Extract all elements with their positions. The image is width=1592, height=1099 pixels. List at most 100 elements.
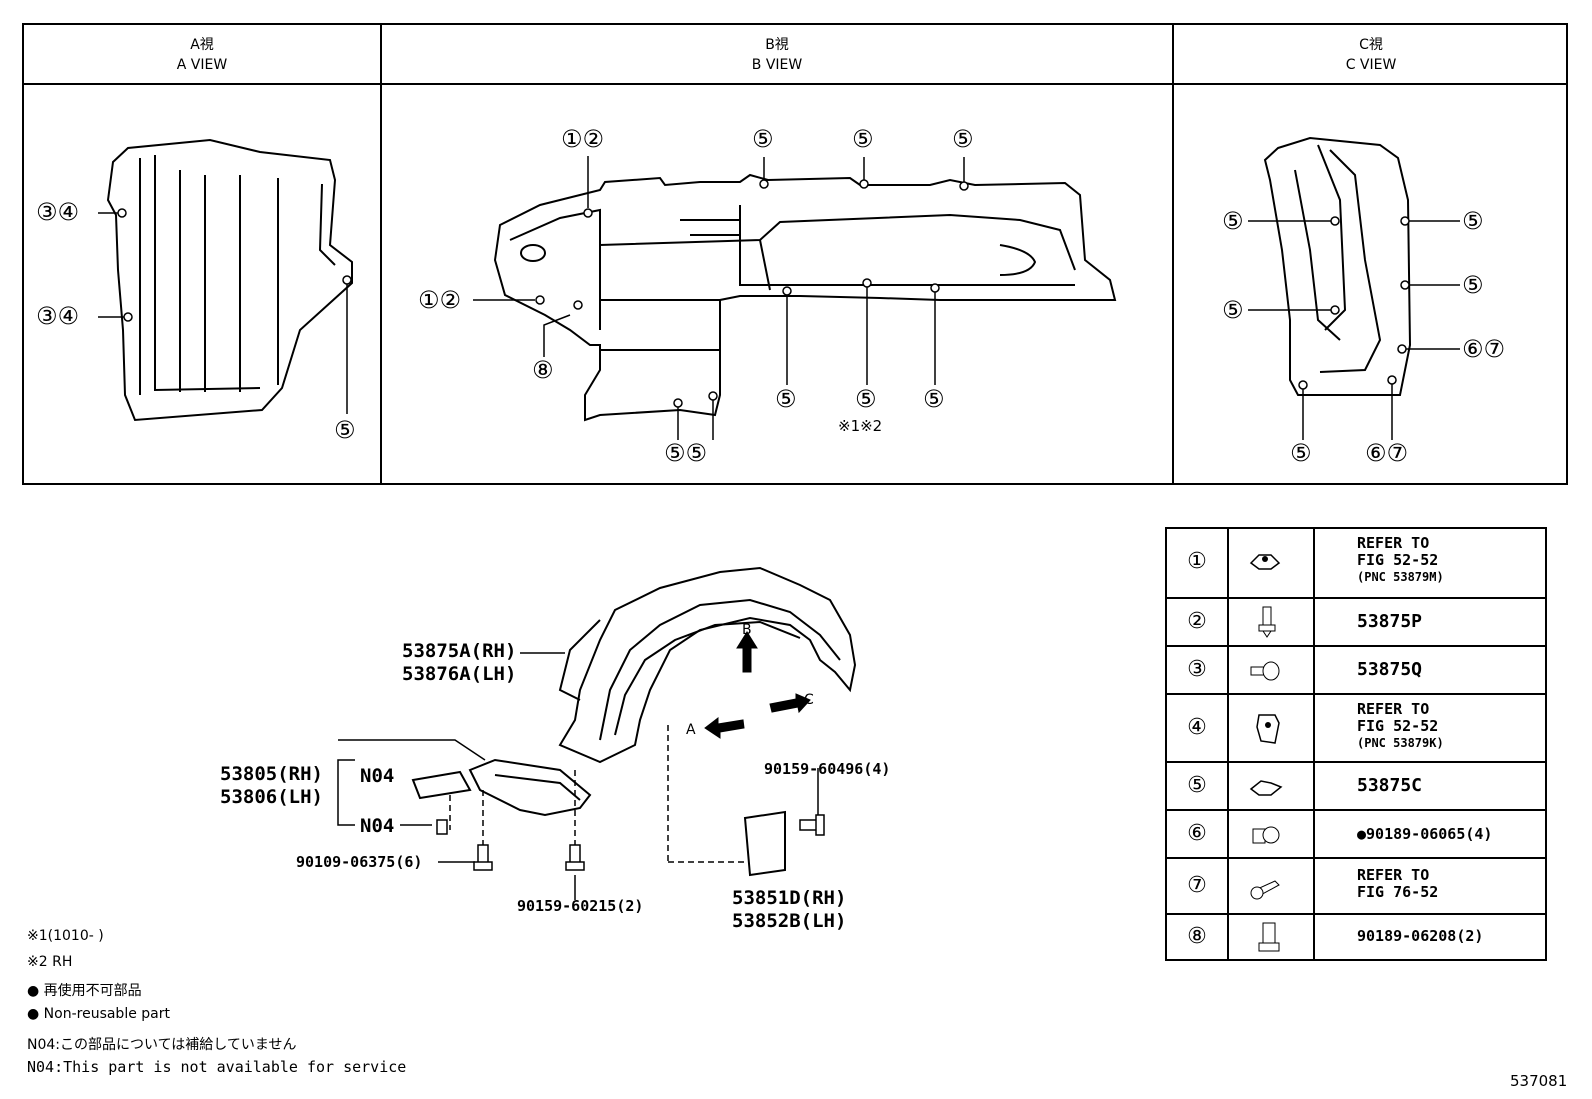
label-screw-a: 90109-06375(6)	[296, 853, 423, 871]
callout-2: ②	[582, 125, 605, 153]
view-b-title-jp: B視	[765, 37, 789, 53]
c-view-callout-5: ⑤	[1222, 207, 1244, 235]
label-n04-lower: N04	[360, 815, 395, 837]
callout-2: ②	[439, 286, 462, 314]
legend-num-4: ④	[1187, 715, 1207, 740]
c-view-callout-5: ⑤	[1290, 439, 1312, 467]
callout-5: ⑤	[685, 439, 708, 467]
label-fender-liner-lh: 53876A(LH)	[402, 663, 517, 685]
legend-text-6: ●90189-06065(4)	[1357, 825, 1493, 843]
note-2: ※2 RH	[27, 954, 73, 970]
legend-row-5: ⑤ 53875C	[1167, 761, 1545, 811]
a-view-callout-5: ⑤	[334, 416, 356, 444]
legend-row-8: ⑧ 90189-06208(2)	[1167, 913, 1545, 961]
b-view-liner-drawing	[493, 173, 1117, 422]
callout-4: ④	[57, 198, 80, 226]
figure-number: 537081	[1510, 1072, 1568, 1090]
view-header-divider	[24, 83, 1566, 85]
engine-cover-drawing	[468, 758, 592, 817]
grommet-icon	[1247, 823, 1287, 847]
a-view-liner-drawing	[106, 138, 353, 422]
view-a-header: A視 A VIEW	[24, 35, 380, 75]
legend-7-line-2: FIG 76-52	[1357, 883, 1439, 901]
callout-7: ⑦	[1483, 335, 1506, 363]
note-1: ※1(1010- )	[27, 928, 104, 944]
b-view-callout-5: ⑤	[923, 385, 945, 413]
label-n04-upper: N04	[360, 765, 395, 787]
callout-4: ④	[57, 302, 80, 330]
arrow-b-label: B	[742, 622, 752, 638]
callout-6: ⑥	[1462, 335, 1484, 363]
note-6: N04:This part is not available for servi…	[27, 1058, 407, 1076]
legend-1-line-1: REFER TO	[1357, 534, 1430, 552]
b-view-callout-8: ⑧	[532, 356, 554, 384]
legend-row-3: ③ 53875Q	[1167, 645, 1545, 695]
legend-num-6: ⑥	[1187, 821, 1207, 846]
a-view-callout-34-upper: ③④	[36, 198, 79, 226]
c-view-callout-5: ⑤	[1222, 296, 1244, 324]
screws-drawing	[436, 814, 825, 871]
callout-1: ①	[561, 125, 583, 153]
c-view-liner-drawing	[1263, 136, 1412, 396]
legend-col-divider	[1227, 529, 1229, 959]
b-view-callout-5: ⑤	[775, 385, 797, 413]
legend-text-8: 90189-06208(2)	[1357, 927, 1484, 945]
tapping-screw-icon	[1247, 873, 1287, 901]
b-view-callout-5: ⑤	[952, 125, 974, 153]
b-view-callout-12-top: ①②	[561, 125, 604, 153]
b-view-note: ※1※2	[838, 417, 883, 435]
push-rivet-icon	[1257, 605, 1277, 639]
legend-num-8: ⑧	[1187, 924, 1207, 949]
legend-col-divider	[1313, 529, 1315, 959]
legend-4-sub: (PNC 53879K)	[1357, 736, 1444, 750]
legend-7-line-1: REFER TO	[1357, 866, 1430, 884]
nut-clip-icon	[1257, 921, 1281, 955]
view-c-title-en: C VIEW	[1345, 57, 1397, 73]
legend-row-2: ② 53875P	[1167, 597, 1545, 647]
legend-text-5: 53875C	[1357, 775, 1423, 796]
legend-4-line-2: FIG 52-52	[1357, 717, 1439, 735]
label-seal-lh: 53852B(LH)	[732, 910, 847, 932]
label-screw-b: 90159-60215(2)	[517, 897, 644, 915]
b-view-callout-5: ⑤	[752, 125, 774, 153]
b-view-callout-55: ⑤⑤	[664, 439, 707, 467]
b-view-callout-5: ⑤	[852, 125, 874, 153]
clip-nut-icon	[1245, 549, 1285, 573]
view-b-header: B視 B VIEW	[382, 35, 1172, 75]
label-seal-rh: 53851D(RH)	[732, 887, 847, 909]
direction-arrows	[704, 631, 811, 739]
view-c-title-jp: C視	[1359, 37, 1383, 53]
legend-text-3: 53875Q	[1357, 659, 1423, 680]
arrow-a-label: A	[686, 722, 696, 738]
legend-num-5: ⑤	[1187, 773, 1207, 798]
note-3: ● 再使用不可部品	[27, 983, 142, 999]
callout-3: ③	[36, 198, 58, 226]
view-a-title-en: A VIEW	[176, 57, 228, 73]
callout-7: ⑦	[1386, 439, 1409, 467]
note-5: N04:この部品については補給していません	[27, 1037, 297, 1053]
c-view-callout-5: ⑤	[1462, 207, 1484, 235]
note-4: ● Non-reusable part	[27, 1006, 170, 1022]
arrow-c-label: C	[804, 692, 814, 708]
n04-bracket-drawing	[411, 770, 472, 800]
view-a-title-jp: A視	[190, 37, 214, 53]
screw-grommet-icon	[1247, 659, 1287, 683]
b-view-callout-12-left: ①②	[418, 286, 461, 314]
legend-4-line-1: REFER TO	[1357, 700, 1430, 718]
fender-liner-drawing	[558, 566, 857, 764]
callout-5: ⑤	[664, 439, 686, 467]
legend-1-line-2: FIG 52-52	[1357, 551, 1439, 569]
callout-6: ⑥	[1365, 439, 1387, 467]
callout-3: ③	[36, 302, 58, 330]
view-b-title-en: B VIEW	[751, 57, 803, 73]
legend-num-2: ②	[1187, 609, 1207, 634]
views-panel: A視 A VIEW B視 B VIEW C視 C VIEW	[22, 23, 1568, 485]
b-view-callout-5: ⑤	[855, 385, 877, 413]
legend-num-1: ①	[1187, 549, 1207, 574]
